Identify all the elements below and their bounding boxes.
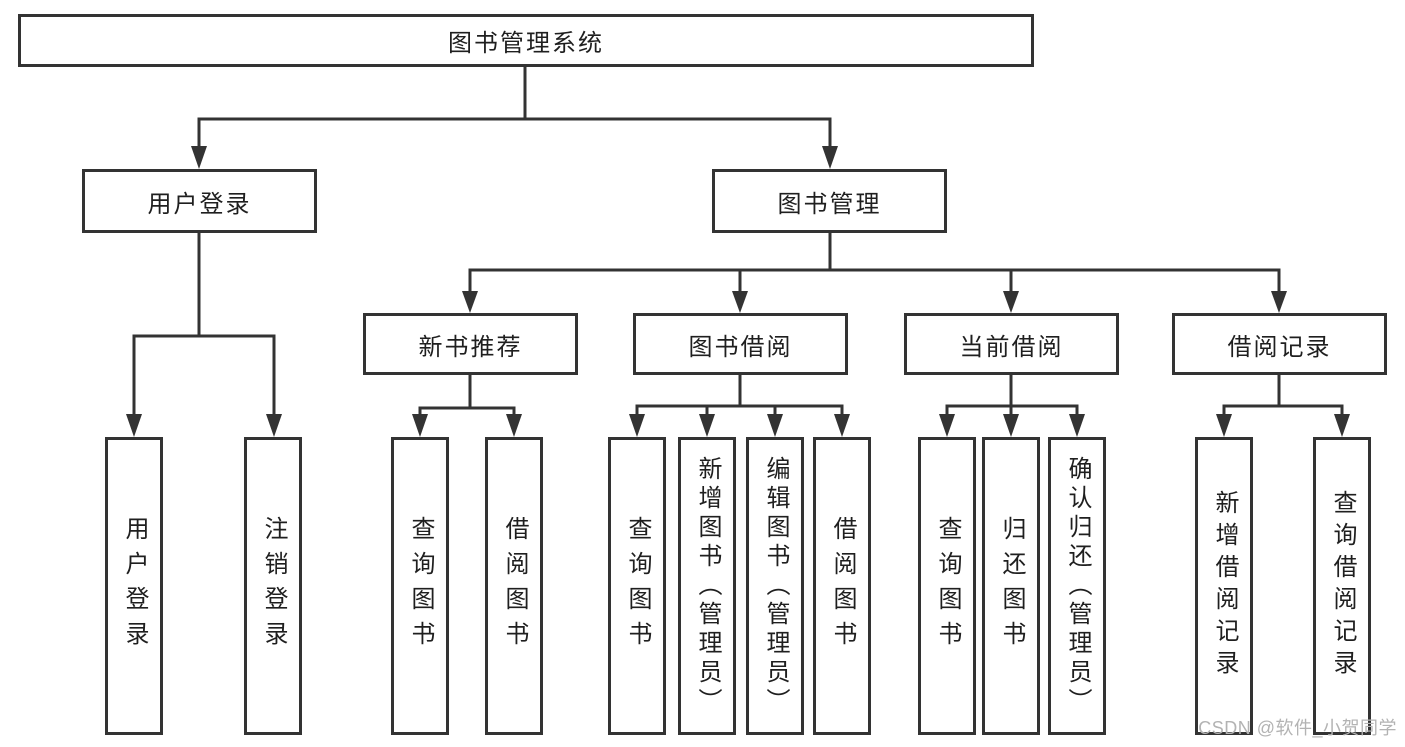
leaf-add-borrow-record-label: 新增借阅记录 xyxy=(1211,490,1238,682)
node-new-book-recommendation: 新书推荐 xyxy=(363,313,578,375)
watermark: CSDN @软件_小贺同学 xyxy=(1198,718,1397,738)
node-new-book-recommendation-label: 新书推荐 xyxy=(418,333,523,361)
node-user-login-label: 用户登录 xyxy=(147,190,252,218)
leaf-confirm-return-admin: 确认归还（管理员） xyxy=(1048,437,1106,735)
connector-root-to-level2 xyxy=(191,65,838,169)
leaf-add-borrow-record: 新增借阅记录 xyxy=(1195,437,1253,735)
node-current-borrowing-label: 当前借阅 xyxy=(959,333,1064,361)
connector-borrowing-records-to-leaves xyxy=(1216,373,1350,437)
node-library-management-system: 图书管理系统 xyxy=(18,14,1034,67)
leaf-query-books-current-label: 查询图书 xyxy=(934,516,961,656)
node-book-management: 图书管理 xyxy=(712,169,947,233)
node-book-borrowing: 图书借阅 xyxy=(633,313,848,375)
leaf-query-books-recommend: 查询图书 xyxy=(391,437,449,735)
leaf-confirm-return-admin-label: 确认归还（管理员） xyxy=(1064,455,1091,717)
leaf-borrow-books-recommend-label: 借阅图书 xyxy=(501,516,528,656)
leaf-add-book-admin: 新增图书（管理员） xyxy=(678,437,736,735)
leaf-borrow-books-borrowing-label: 借阅图书 xyxy=(829,516,856,656)
leaf-user-login-label: 用户登录 xyxy=(121,516,148,656)
node-library-management-system-label: 图书管理系统 xyxy=(448,30,604,57)
connector-user-login-to-leaves xyxy=(126,231,282,437)
leaf-add-book-admin-label: 新增图书（管理员） xyxy=(694,455,721,717)
connector-new-book-recommendation-to-leaves xyxy=(412,373,522,437)
leaf-query-books-borrowing-label: 查询图书 xyxy=(624,516,651,656)
leaf-user-login: 用户登录 xyxy=(105,437,163,735)
leaf-return-book-label: 归还图书 xyxy=(998,516,1025,656)
node-book-borrowing-label: 图书借阅 xyxy=(688,333,793,361)
leaf-return-book: 归还图书 xyxy=(982,437,1040,735)
leaf-query-borrow-record: 查询借阅记录 xyxy=(1313,437,1371,735)
leaf-query-books-current: 查询图书 xyxy=(918,437,976,735)
node-current-borrowing: 当前借阅 xyxy=(904,313,1119,375)
connector-book-management-to-level3 xyxy=(462,231,1287,313)
connector-current-borrowing-to-leaves xyxy=(939,373,1085,437)
leaf-logout: 注销登录 xyxy=(244,437,302,735)
node-borrowing-records-label: 借阅记录 xyxy=(1227,333,1332,361)
node-book-management-label: 图书管理 xyxy=(777,190,882,218)
connector-book-borrowing-to-leaves xyxy=(629,373,850,437)
leaf-query-books-recommend-label: 查询图书 xyxy=(407,516,434,656)
leaf-edit-book-admin: 编辑图书（管理员） xyxy=(746,437,804,735)
leaf-logout-label: 注销登录 xyxy=(260,516,287,656)
leaf-borrow-books-recommend: 借阅图书 xyxy=(485,437,543,735)
leaf-borrow-books-borrowing: 借阅图书 xyxy=(813,437,871,735)
node-user-login: 用户登录 xyxy=(82,169,317,233)
leaf-edit-book-admin-label: 编辑图书（管理员） xyxy=(762,455,789,717)
leaf-query-books-borrowing: 查询图书 xyxy=(608,437,666,735)
node-borrowing-records: 借阅记录 xyxy=(1172,313,1387,375)
leaf-query-borrow-record-label: 查询借阅记录 xyxy=(1329,490,1356,682)
